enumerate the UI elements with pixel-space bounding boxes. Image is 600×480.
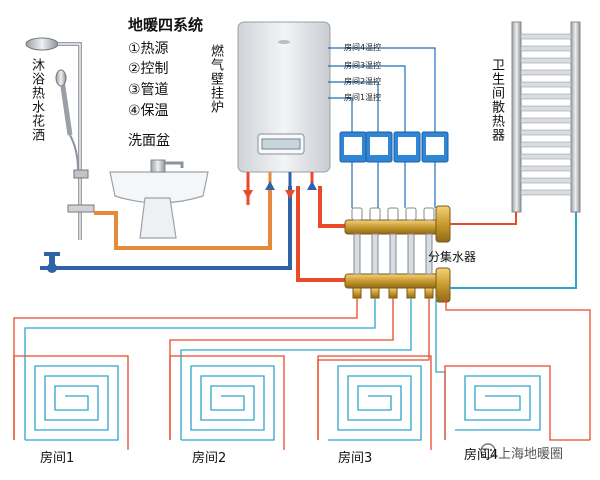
legend-item-control: ②控制	[128, 61, 169, 77]
basin-icon	[109, 159, 209, 239]
thermostat-wires	[328, 47, 436, 208]
room-label-3: 房间3	[338, 451, 373, 466]
radiator-icon	[511, 21, 581, 213]
watermark-text: 上海地暖圈	[498, 447, 564, 462]
boiler-icon	[237, 21, 331, 173]
manifold-label: 分集水器	[428, 250, 477, 264]
thermostat-label-room1: 房间1温控	[344, 93, 382, 102]
shower-label: 沐浴热水花洒	[29, 58, 44, 142]
room-label-4: 房间4	[464, 448, 499, 463]
floor-loop-icon	[13, 298, 591, 450]
legend-item-heat-source: ①热源	[128, 41, 169, 57]
room-label-2: 房间2	[192, 451, 227, 466]
thermostat-icon	[339, 131, 449, 163]
return-pipe	[318, 186, 350, 228]
legend-item-insulation: ④保温	[128, 103, 169, 119]
shower-icon	[25, 37, 95, 240]
supply-pipe	[296, 186, 350, 282]
radiator-return-pipe	[450, 212, 577, 289]
manifold-icon	[344, 205, 451, 303]
radiator-supply-pipe	[450, 212, 517, 225]
radiator-label: 卫生间散热器	[489, 58, 504, 142]
room-label-1: 房间1	[40, 451, 75, 466]
legend-item-pipes: ③管道	[128, 82, 169, 98]
thermostat-label-room2: 房间2温控	[344, 77, 382, 86]
cold-water-pipe	[40, 186, 292, 270]
valve-icon	[44, 252, 60, 273]
boiler-connections	[243, 172, 317, 205]
watermark-icon	[480, 443, 496, 459]
boiler-label: 燃气壁挂炉	[208, 44, 223, 114]
diagram-title: 地暖四系统	[128, 16, 204, 34]
basin-label: 洗面盆	[128, 133, 170, 149]
hot-water-pipe	[94, 186, 272, 250]
thermostat-label-room3: 房间3温控	[344, 61, 382, 70]
thermostat-label-room4: 房间4温控	[344, 43, 382, 52]
